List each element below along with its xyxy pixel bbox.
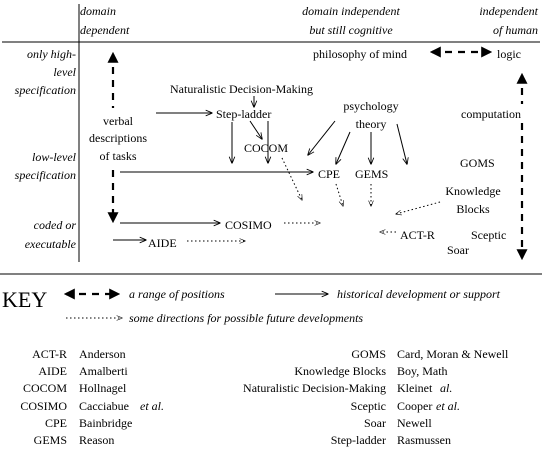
- future-arrow-knowledge-blocks: [396, 201, 441, 214]
- legend-right-name: Kleinet: [397, 381, 433, 395]
- key-historical-label: historical development or support: [337, 287, 501, 301]
- node-sceptic: Sceptic: [471, 228, 506, 242]
- node-aide: AIDE: [148, 236, 177, 250]
- legend-right-name: Boy, Math: [397, 364, 448, 378]
- legend-right: GOMS Card, Moran & Newell Knowledge Bloc…: [243, 347, 509, 447]
- legend-left-name: Anderson: [79, 347, 126, 361]
- legend-left-abbr: ACT-R: [32, 347, 67, 361]
- col-domain-independent-line2: but still cognitive: [309, 23, 393, 37]
- legend-left: ACT-R Anderson AIDE Amalberti COCOM Holl…: [20, 347, 164, 447]
- legend-right-name: Newell: [397, 416, 432, 430]
- legend-right-etal: al.: [440, 381, 452, 395]
- legend-left-name: Amalberti: [79, 364, 128, 378]
- row-low-level-line1: low-level: [32, 150, 77, 164]
- key-title: KEY: [2, 287, 47, 312]
- node-philosophy-of-mind: philosophy of mind: [313, 47, 407, 61]
- node-actr: ACT-R: [400, 228, 435, 242]
- legend-right-abbr: Knowledge Blocks: [294, 364, 386, 378]
- arrow-psych-to-cpe: [336, 131, 351, 164]
- arrow-step-ladder-to-cocom: [249, 120, 262, 139]
- node-verbal-descriptions-line1: verbal: [103, 114, 134, 128]
- node-cosimo: COSIMO: [225, 218, 272, 232]
- node-knowledge-blocks-line1: Knowledge: [445, 184, 500, 198]
- legend-right-abbr: GOMS: [351, 347, 386, 361]
- node-naturalistic-decision-making: Naturalistic Decision-Making: [170, 82, 313, 96]
- legend-left-etal: et al.: [140, 399, 164, 413]
- legend-left-abbr: AIDE: [38, 364, 67, 378]
- node-step-ladder: Step-ladder: [216, 107, 271, 121]
- node-logic: logic: [497, 47, 521, 61]
- node-psychology-theory-line2: theory: [356, 117, 387, 131]
- legend-right-etal: et al.: [436, 399, 460, 413]
- legend-left-abbr: GEMS: [34, 433, 67, 447]
- legend-left-name: Hollnagel: [79, 381, 127, 395]
- legend-right-name: Card, Moran & Newell: [397, 347, 509, 361]
- row-high-level-line1: only high-: [27, 47, 76, 61]
- legend-left-abbr: CPE: [45, 416, 67, 430]
- col-domain-independent-line1: domain independent: [302, 4, 400, 18]
- col-domain-dependent-line1: domain: [80, 4, 116, 18]
- row-low-level-line2: specification: [15, 168, 76, 182]
- col-domain-dependent-line2: dependent: [80, 23, 130, 37]
- row-coded-line1: coded or: [34, 218, 77, 232]
- legend-right-name: Cooper: [397, 399, 432, 413]
- node-gems: GEMS: [355, 167, 388, 181]
- legend-left-name: Cacciabue: [79, 399, 129, 413]
- node-knowledge-blocks-line2: Blocks: [456, 202, 490, 216]
- legend-right-abbr: Step-ladder: [331, 433, 386, 447]
- legend-left-name: Bainbridge: [79, 416, 132, 430]
- legend-left-abbr: COCOM: [23, 381, 67, 395]
- node-computation: computation: [461, 107, 521, 121]
- col-independent-human-line2: of human: [493, 23, 538, 37]
- node-cocom: COCOM: [244, 141, 288, 155]
- node-cpe: CPE: [318, 167, 340, 181]
- legend-right-abbr: Naturalistic Decision-Making: [243, 381, 386, 395]
- row-high-level-line2: level: [53, 65, 76, 79]
- row-high-level-line3: specification: [15, 83, 76, 97]
- key-future-label: some directions for possible future deve…: [129, 311, 363, 325]
- legend-left-name: Reason: [79, 433, 114, 447]
- legend-left-abbr: COSIMO: [20, 399, 67, 413]
- legend-right-abbr: Sceptic: [351, 399, 386, 413]
- arrow-psych-to-right: [396, 123, 407, 164]
- node-goms: GOMS: [460, 156, 495, 170]
- future-arrow-cocom: [281, 157, 302, 200]
- node-verbal-descriptions-line3: of tasks: [100, 149, 137, 163]
- legend-right-abbr: Soar: [364, 416, 386, 430]
- legend-right-name: Rasmussen: [397, 433, 451, 447]
- future-arrow-cpe: [335, 183, 343, 206]
- col-independent-human-line1: independent: [479, 4, 538, 18]
- node-psychology-theory-line1: psychology: [343, 99, 398, 113]
- row-coded-line2: executable: [25, 237, 77, 251]
- key-range-label: a range of positions: [129, 287, 225, 301]
- node-verbal-descriptions-line2: descriptions: [89, 131, 147, 145]
- arrow-psych-to-cocom: [308, 120, 336, 155]
- node-soar: Soar: [447, 243, 469, 257]
